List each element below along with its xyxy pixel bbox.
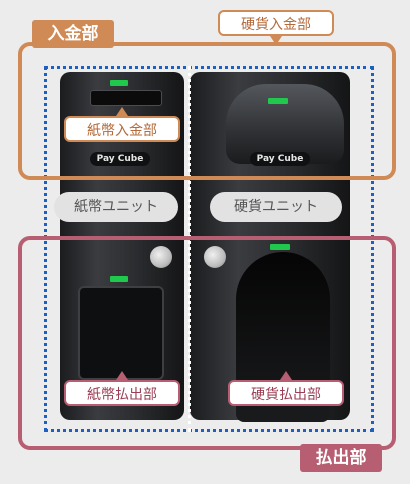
bill-unit-logo: Pay Cube (90, 152, 150, 166)
bill-dispense-pointer (116, 371, 128, 380)
coin-deposit-pointer (270, 36, 282, 45)
coin-unit-release-knob (204, 246, 226, 268)
unit-divider-guide (188, 66, 191, 432)
coin-unit-label: 硬貨ユニット (210, 192, 342, 222)
coin-dispense-pointer (280, 371, 292, 380)
bill-deposit-callout: 紙幣入金部 (64, 116, 180, 142)
dispense-region-tag: 払出部 (300, 444, 382, 472)
coin-dispense-callout: 硬貨払出部 (228, 380, 344, 406)
bill-deposit-pointer (116, 107, 128, 116)
coin-deposit-callout: 硬貨入金部 (218, 10, 334, 36)
bill-deposit-led (110, 80, 128, 86)
deposit-region-frame (18, 42, 396, 180)
bill-insert-slot (90, 90, 162, 106)
coin-unit-logo: Pay Cube (250, 152, 310, 166)
dispense-region-frame (18, 236, 396, 450)
bill-unit-label: 紙幣ユニット (54, 192, 178, 222)
bill-dispense-led (110, 276, 128, 282)
bill-dispense-callout: 紙幣払出部 (64, 380, 180, 406)
coin-insert-hood (226, 84, 344, 164)
bill-unit-release-knob (150, 246, 172, 268)
coin-deposit-led (268, 98, 288, 104)
device-outline-guide (44, 66, 374, 432)
coin-dispense-led (270, 244, 290, 250)
deposit-region-tag: 入金部 (32, 20, 114, 48)
